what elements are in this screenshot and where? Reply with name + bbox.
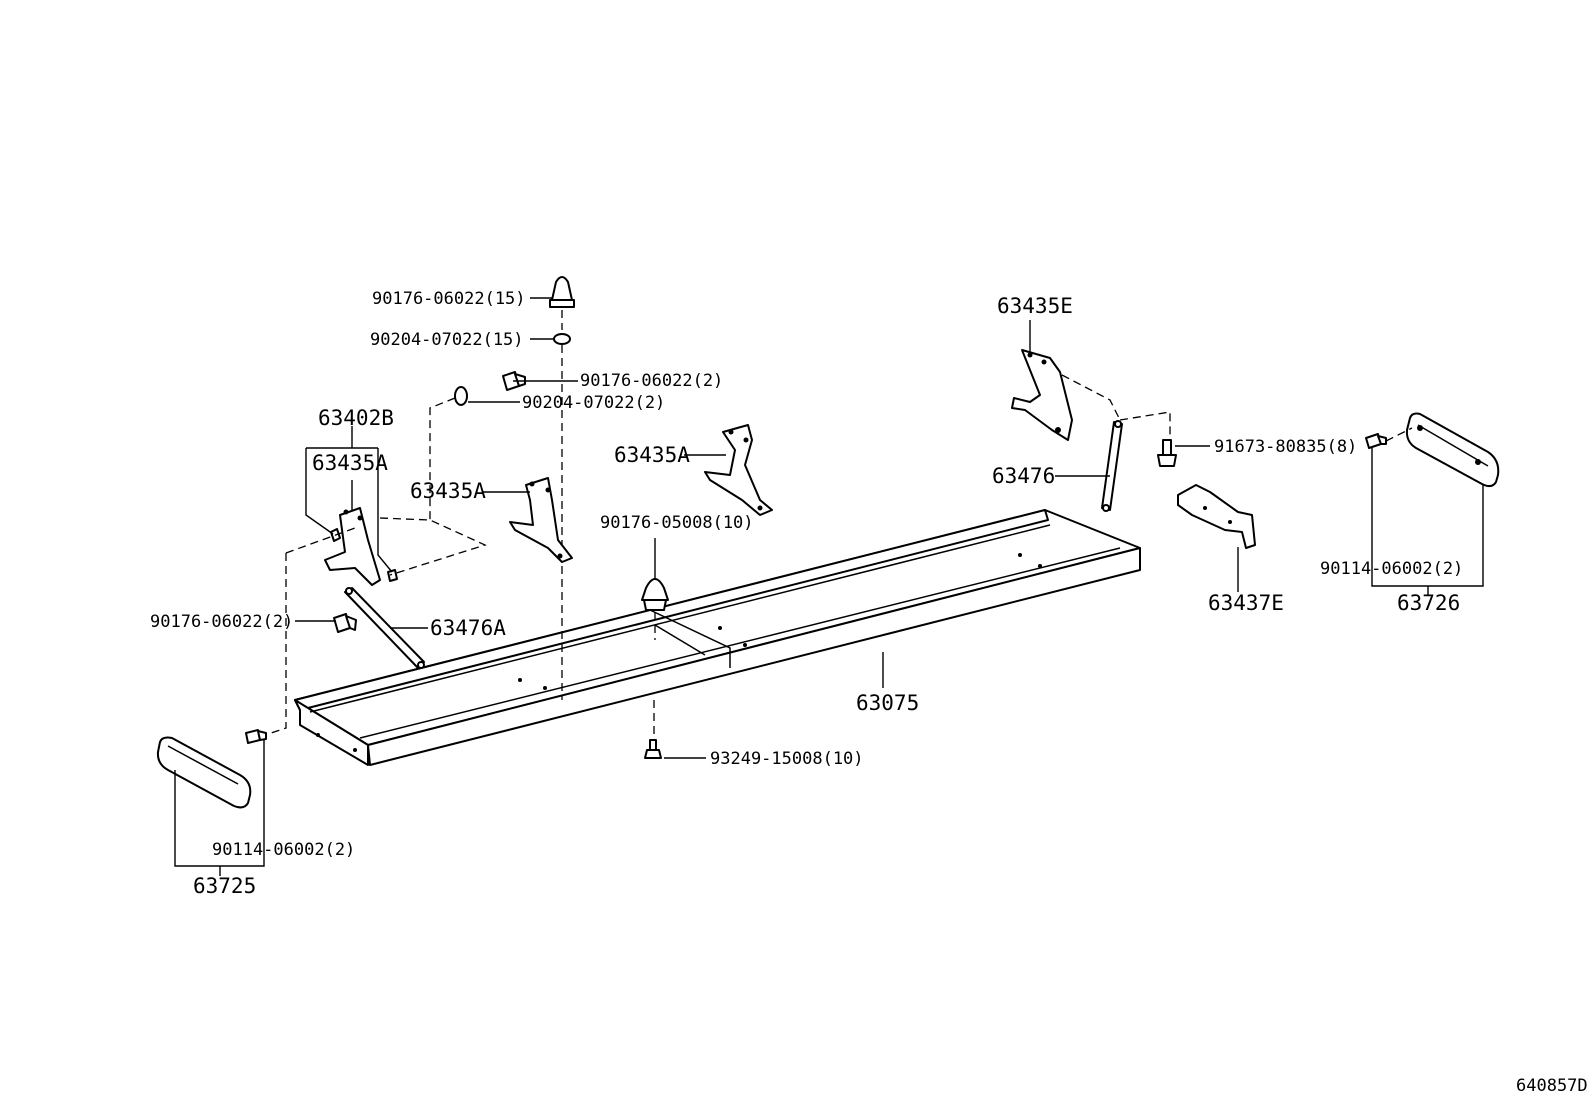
label-63725: 63725 xyxy=(193,874,256,898)
bracket-63435A-mid xyxy=(509,477,573,563)
label-63435E: 63435E xyxy=(997,294,1073,318)
bracket-63435A-right xyxy=(704,424,773,516)
label-90114-06002-2-left: 90114-06002(2) xyxy=(212,840,355,860)
label-90176-06022-2-top: 90176-06022(2) xyxy=(580,371,723,391)
label-90114-06002-2-right: 90114-06002(2) xyxy=(1320,559,1463,579)
diagram-reference-code: 640857D xyxy=(1516,1076,1588,1096)
stay-63476A xyxy=(344,587,425,669)
label-90176-05008-10: 90176-05008(10) xyxy=(600,513,754,533)
end-cap-63726 xyxy=(1405,412,1500,488)
bracket-63437E xyxy=(1177,484,1256,549)
screw-93249-15008 xyxy=(644,739,662,759)
label-63435A-right: 63435A xyxy=(614,443,690,467)
label-63435A-mid: 63435A xyxy=(410,479,486,503)
label-91673-80835-8: 91673-80835(8) xyxy=(1214,437,1357,457)
label-90204-07022-2: 90204-07022(2) xyxy=(522,393,665,413)
label-93249-15008-10: 93249-15008(10) xyxy=(710,749,864,769)
running-board-63075 xyxy=(294,509,1141,766)
screw-90114-06002-left xyxy=(245,729,267,744)
label-63075: 63075 xyxy=(856,691,919,715)
washer-90204-07022-top xyxy=(553,333,571,345)
washer-90204-07022-small xyxy=(454,386,468,406)
leader-lines xyxy=(174,297,1484,876)
nut-90176-06022-left xyxy=(333,613,357,633)
screw-90114-06002-right xyxy=(1365,433,1387,449)
bolt-91673-80835 xyxy=(1157,439,1177,467)
bracket-63435A-left xyxy=(324,507,381,586)
bracket-63435E xyxy=(1011,349,1073,441)
label-90204-07022-15: 90204-07022(15) xyxy=(370,330,524,350)
end-cap-63725 xyxy=(156,736,252,809)
clip-left-2 xyxy=(387,569,398,582)
label-63476: 63476 xyxy=(992,464,1055,488)
stay-63476 xyxy=(1101,420,1123,512)
nut-90176-06022-top xyxy=(549,276,575,308)
label-63476A: 63476A xyxy=(430,616,506,640)
label-63402B: 63402B xyxy=(318,406,394,430)
label-63726: 63726 xyxy=(1397,591,1460,615)
label-90176-06022-2-left: 90176-06022(2) xyxy=(150,612,293,632)
nut-90176-06022-small xyxy=(502,371,526,391)
label-90176-06022-15: 90176-06022(15) xyxy=(372,289,526,309)
clip-90176-05008 xyxy=(641,578,669,611)
label-63435A-left: 63435A xyxy=(312,451,388,475)
label-63437E: 63437E xyxy=(1208,591,1284,615)
